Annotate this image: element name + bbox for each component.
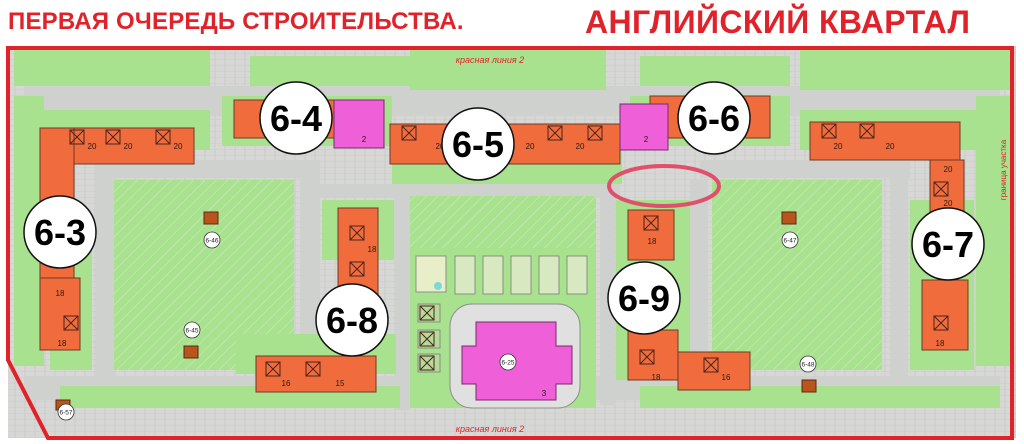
object-marker (183, 321, 201, 339)
object-number-label: 6-48 (801, 362, 814, 369)
object-marker (57, 403, 75, 421)
object-number-label: 6-45 (185, 328, 198, 335)
plot-number-label: 6-3 (34, 212, 86, 253)
floor-count-label: 20 (124, 142, 133, 151)
floor-count-label: 18 (652, 373, 661, 382)
floor-count-label: 20 (834, 142, 843, 151)
page-title-stage: ПЕРВАЯ ОЧЕРЕДЬ СТРОИТЕЛЬСТВА. (8, 8, 464, 35)
boundary-corner-line (9, 361, 49, 437)
plot-number-label: 6-7 (922, 224, 974, 265)
plot-circle (677, 81, 751, 155)
floor-count-label: 20 (436, 142, 445, 151)
object-number-label: 6-46 (205, 238, 218, 245)
floor-count-label: 18 (58, 339, 67, 348)
object-number-label: 6-25 (501, 360, 514, 367)
floor-count-label: 18 (936, 339, 945, 348)
page-title-quarter: АНГЛИЙСКИЙ КВАРТАЛ (585, 4, 971, 40)
plot-circle (911, 207, 985, 281)
floor-count-label: 16 (282, 379, 291, 388)
floor-count-label: 20 (886, 142, 895, 151)
object-marker (799, 355, 817, 373)
small-object-labels: 6-46 6-45 6-47 6-48 6-25 6-57 (57, 231, 817, 421)
object-marker (781, 231, 799, 249)
floor-count-label: 3 (542, 389, 547, 398)
plot-circle (607, 261, 681, 335)
highlight-circle (607, 164, 721, 208)
floor-count-label: 20 (944, 165, 953, 174)
floor-count-label: 16 (722, 373, 731, 382)
floor-count-label: 2 (362, 135, 367, 144)
plot-circle (315, 283, 389, 357)
site-boundary (6, 46, 1014, 440)
kindergarten-building (461, 321, 573, 401)
plot-number-labels: 6-3 6-4 6-5 6-6 6-7 6-8 6-9 (23, 81, 985, 357)
floor-count-label: 15 (336, 379, 345, 388)
floor-count-labels: 2020201818182202020218202020201818181615… (50, 113, 953, 398)
building-section-marks (63, 123, 949, 377)
central-courtyard (410, 248, 596, 409)
red-line-right-label: граница участка (999, 139, 1008, 200)
plot-number-label: 6-9 (618, 278, 670, 319)
plot-number-label: 6-4 (270, 98, 322, 139)
red-line-bottom-label: красная линия 2 (456, 424, 524, 434)
plot-number-label: 6-6 (688, 98, 740, 139)
plot-circle (441, 107, 515, 181)
plot-circle (259, 81, 333, 155)
floor-count-label: 20 (944, 199, 953, 208)
object-number-label: 6-47 (783, 238, 796, 245)
plot-circle (23, 195, 97, 269)
floor-count-label: 18 (648, 237, 657, 246)
social-buildings (333, 99, 669, 151)
object-marker (203, 231, 221, 249)
object-number-label: 6-57 (59, 410, 72, 417)
floor-count-label: 18 (56, 289, 65, 298)
red-line-top-label: красная линия 2 (456, 55, 524, 65)
floor-count-label: 2 (644, 135, 649, 144)
plot-number-label: 6-8 (326, 300, 378, 341)
floor-count-label: 20 (526, 142, 535, 151)
fountain-icon (434, 282, 442, 290)
floor-count-label: 18 (368, 245, 377, 254)
floor-count-label: 20 (88, 142, 97, 151)
object-marker (499, 353, 517, 371)
floor-count-label: 20 (174, 142, 183, 151)
floor-count-label: 20 (576, 142, 585, 151)
plot-number-label: 6-5 (452, 124, 504, 165)
